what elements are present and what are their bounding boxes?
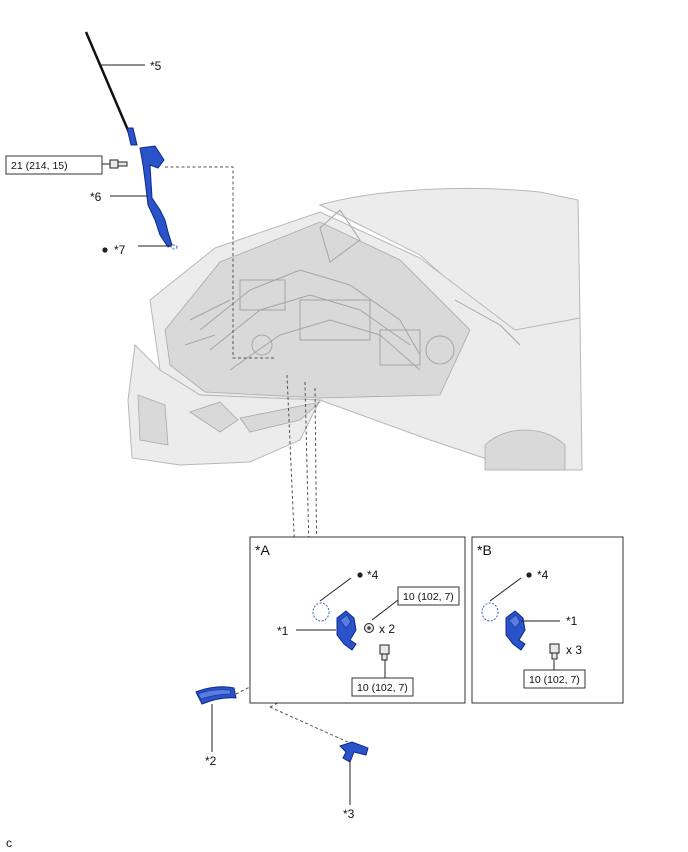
label-7: *7 [114,243,126,257]
view-a-panel [249,536,466,704]
torque-box-b [523,669,586,689]
filled-dot-icon [357,572,363,578]
quantity-b: x 3 [566,643,582,657]
torque-a-upper-text: 10 (102, 7) [403,591,454,603]
hose-2-shape [195,686,237,705]
dipstick-rod-shape [84,31,135,143]
label-2: *2 [205,754,217,768]
view-a-parts [312,602,390,661]
torque-top-text: 21 (214, 15) [11,160,68,172]
hose-3-shape [339,741,369,763]
guide-bolt-icon [109,159,128,169]
leader-4a [319,577,352,602]
label-6: *6 [90,190,102,204]
o-ring-a-shape [312,602,330,622]
torque-a-lower-text: 10 (102, 7) [357,682,408,694]
torque-box-a-lower [351,677,414,697]
nut-a-icon [364,623,374,633]
dipstick-guide-shape [139,145,173,248]
bolt-a-icon [379,644,390,661]
label-1a: *1 [277,624,289,638]
view-b-parts [481,602,560,660]
label-4a: *4 [367,568,379,582]
view-a-title: *A [255,542,270,558]
torque-box-a-upper [397,586,460,606]
guide-o-ring-shape [170,244,178,250]
bolt-b-icon [549,643,560,660]
filled-dot-icon [526,572,532,578]
footer-code: c [6,836,12,850]
label-3: *3 [343,807,355,821]
leader-torque-a-upper [371,599,399,621]
dipstick-assembly [84,31,178,250]
torque-b-text: 10 (102, 7) [529,674,580,686]
projection-line-guide [165,166,276,359]
filled-dot-icon [102,247,108,253]
label-5: *5 [150,59,162,73]
vehicle-illustration [127,187,583,471]
dipstick-handle-shape [126,127,138,146]
label-1b: *1 [566,614,578,628]
leader-4b [489,577,522,602]
label-4b: *4 [537,568,549,582]
torque-box-top [5,155,103,175]
o-ring-b-shape [481,602,499,622]
quantity-a: x 2 [379,622,395,636]
view-b-title: *B [477,542,492,558]
